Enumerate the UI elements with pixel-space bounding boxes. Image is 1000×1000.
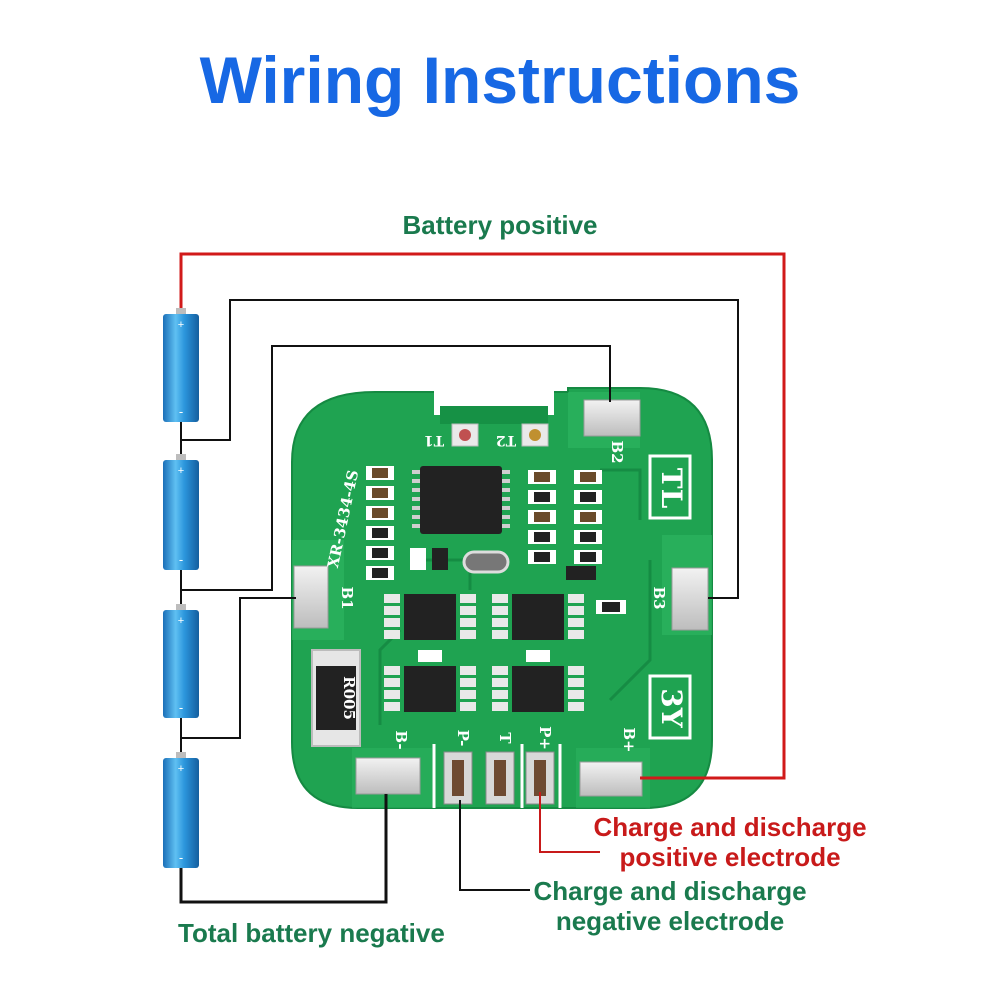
t1-label: T1 — [424, 432, 444, 448]
shunt-resistor: R005 — [311, 649, 361, 747]
sy-box — [648, 674, 692, 740]
battery-cell-2: + - — [163, 454, 199, 570]
b3-wire — [181, 299, 739, 599]
svg-text:+: + — [178, 319, 184, 331]
battery-cell-4: + - — [163, 752, 199, 868]
pad-b3 — [671, 567, 709, 631]
b2-label: B2 — [608, 440, 626, 463]
control-ic-pins — [412, 470, 510, 528]
b-plus-label: B+ — [620, 727, 638, 752]
silkscreen: XR-3434-4S T1 T2 B1 B2 B3 B- B+ P- T P+ … — [324, 432, 692, 753]
solder-pads — [293, 399, 709, 808]
charge-negative-label-line1: Charge and discharge — [533, 876, 807, 906]
smd-components-right — [528, 470, 626, 614]
total-negative-label: Total battery negative — [178, 918, 445, 948]
svg-text:-: - — [179, 850, 183, 865]
mosfet — [512, 666, 564, 712]
battery-cell-1: + - — [163, 308, 199, 422]
pad-b1 — [293, 565, 329, 629]
b2-wire — [181, 345, 611, 591]
b1-wire — [181, 597, 296, 739]
svg-text:+: + — [178, 465, 184, 477]
charge-positive-label: Charge and discharge positive electrode — [560, 812, 900, 872]
tl-label: TL — [655, 468, 688, 509]
t2-label: T2 — [496, 432, 516, 448]
pad-b2 — [583, 399, 641, 437]
battery-cell-3: + - — [163, 604, 199, 718]
mosfet — [512, 594, 564, 640]
p-minus-label: P- — [454, 730, 472, 747]
svg-text:+: + — [178, 763, 184, 775]
control-ic — [420, 466, 502, 534]
svg-text:-: - — [179, 552, 183, 567]
resistor-marking: R005 — [340, 676, 358, 720]
t-label: T — [496, 732, 514, 744]
page-title: Wiring Instructions — [199, 43, 801, 117]
charge-negative-label-line2: negative electrode — [555, 906, 785, 936]
charge-positive-label-line2: positive electrode — [619, 842, 841, 872]
battery-positive-label: Battery positive — [402, 210, 598, 240]
mosfet — [404, 666, 456, 712]
charge-negative-callout — [459, 800, 530, 891]
b3-label: B3 — [650, 586, 668, 609]
b1-label: B1 — [338, 586, 356, 609]
mosfet-group — [384, 594, 584, 712]
b-minus-label: B- — [392, 730, 410, 749]
pad-b-plus — [579, 761, 643, 797]
svg-text:+: + — [178, 615, 184, 627]
charge-positive-label-line1: Charge and discharge — [593, 812, 867, 842]
smd-components-left — [366, 466, 394, 580]
pad-b-minus — [355, 757, 421, 795]
tl-box — [648, 454, 692, 520]
small-cap — [410, 548, 426, 570]
crystal — [462, 550, 510, 574]
positive-wire — [179, 252, 786, 780]
sy-label: 3Y — [655, 688, 688, 728]
svg-text:-: - — [179, 404, 183, 419]
total-negative-wire — [179, 794, 388, 904]
svg-text:-: - — [179, 700, 183, 715]
charge-positive-callout — [539, 792, 600, 853]
small-cap — [432, 548, 448, 570]
mosfet — [404, 594, 456, 640]
wires — [179, 252, 786, 904]
p-plus-label: P+ — [536, 726, 554, 750]
charge-negative-label: Charge and discharge negative electrode — [500, 876, 840, 936]
